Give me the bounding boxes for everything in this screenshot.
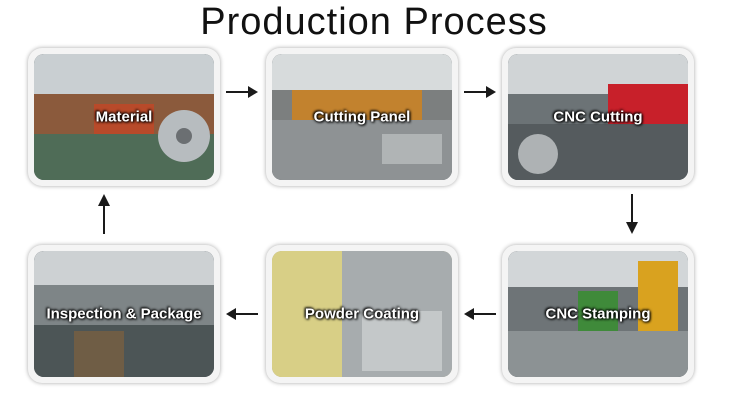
- factory-scene-image: [34, 54, 214, 180]
- arrow-right-icon: [464, 86, 496, 98]
- arrow-left-icon: [226, 308, 258, 320]
- step-label-inspection-package: Inspection & Package: [46, 305, 202, 323]
- inspection-package-photo: Inspection & Package: [34, 251, 214, 377]
- cutting-panel-photo: Cutting Panel: [272, 54, 452, 180]
- powder-coating-photo: Powder Coating: [272, 251, 452, 377]
- factory-scene-image: [272, 54, 452, 180]
- cnc-cutting-photo: CNC Cutting: [508, 54, 688, 180]
- step-card-material: Material: [28, 48, 220, 186]
- arrow-left-icon: [464, 308, 496, 320]
- factory-scene-image: [34, 251, 214, 377]
- diagram-title: Production Process: [200, 1, 548, 43]
- step-card-cutting-panel: Cutting Panel: [266, 48, 458, 186]
- cnc-stamping-photo: CNC Stamping: [508, 251, 688, 377]
- step-card-cnc-stamping: CNC Stamping: [502, 245, 694, 383]
- factory-scene-image: [508, 251, 688, 377]
- step-label-cnc-cutting: CNC Cutting: [553, 108, 643, 126]
- step-label-cutting-panel: Cutting Panel: [313, 108, 411, 126]
- step-label-material: Material: [95, 108, 153, 126]
- factory-scene-image: [272, 251, 452, 377]
- step-label-powder-coating: Powder Coating: [304, 305, 420, 323]
- arrow-right-icon: [226, 86, 258, 98]
- arrow-down-icon: [626, 194, 638, 234]
- material-photo: Material: [34, 54, 214, 180]
- step-card-powder-coating: Powder Coating: [266, 245, 458, 383]
- step-card-cnc-cutting: CNC Cutting: [502, 48, 694, 186]
- step-label-cnc-stamping: CNC Stamping: [545, 305, 651, 323]
- step-card-inspection-package: Inspection & Package: [28, 245, 220, 383]
- factory-scene-image: [508, 54, 688, 180]
- arrow-up-icon: [98, 194, 110, 234]
